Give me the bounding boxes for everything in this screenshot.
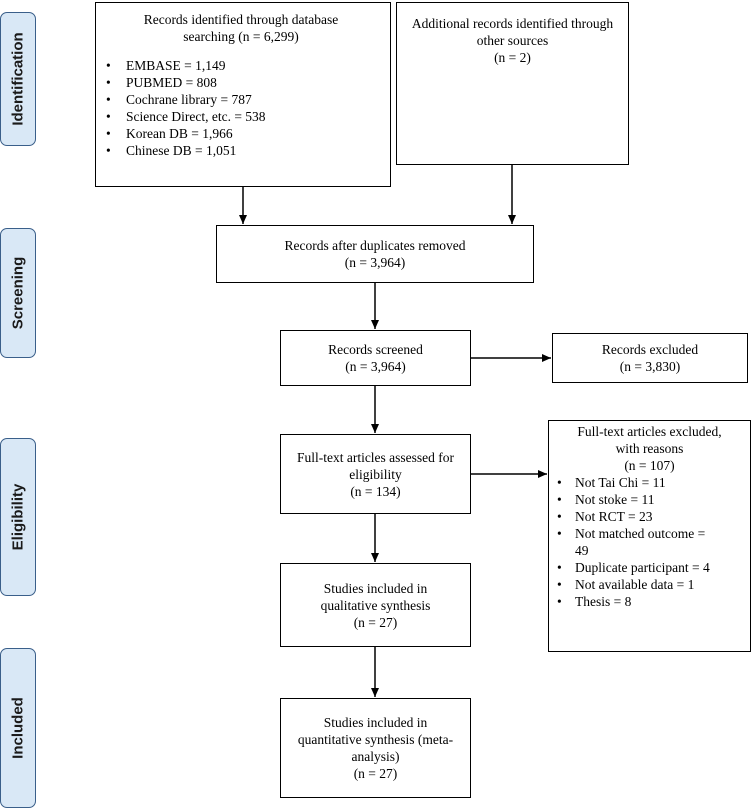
database-list-item: Science Direct, etc. = 538	[96, 108, 386, 125]
database-list-item: Korean DB = 1,966	[96, 125, 386, 142]
stage-included: Included	[0, 648, 36, 808]
database-list-item: Chinese DB = 1,051	[96, 142, 386, 159]
stage-screening: Screening	[0, 228, 36, 358]
exclusion-reasons-list: Not Tai Chi = 11 Not stoke = 11 Not RCT …	[549, 474, 750, 542]
database-list-item: PUBMED = 808	[96, 74, 386, 91]
fulltext-excluded-title: Full-text articles excluded, with reason…	[577, 424, 722, 473]
box-records-identified-database: Records identified through database sear…	[95, 2, 391, 187]
box-quantitative-synthesis: Studies included in quantitative synthes…	[280, 698, 471, 798]
exclusion-reason: Not Tai Chi = 11	[549, 474, 750, 491]
stage-identification: Identification	[0, 12, 36, 146]
database-list: EMBASE = 1,149 PUBMED = 808 Cochrane lib…	[96, 57, 386, 159]
exclusion-reasons-list-cont: Duplicate participant = 4 Not available …	[549, 559, 750, 610]
exclusion-reason: Not stoke = 11	[549, 491, 750, 508]
box-duplicates-removed: Records after duplicates removed (n = 3,…	[216, 225, 534, 283]
database-list-item: EMBASE = 1,149	[96, 57, 386, 74]
exclusion-reason-continuation: 49	[575, 543, 589, 558]
box-fulltext-assessed: Full-text articles assessed for eligibil…	[280, 434, 471, 514]
exclusion-reason: Duplicate participant = 4	[549, 559, 750, 576]
box-qualitative-synthesis: Studies included in qualitative synthesi…	[280, 563, 471, 647]
exclusion-reason: Not matched outcome =	[549, 525, 750, 542]
box-additional-records: Additional records identified through ot…	[396, 2, 629, 165]
exclusion-reason: Thesis = 8	[549, 593, 750, 610]
box-records-screened: Records screened (n = 3,964)	[280, 330, 471, 386]
stage-eligibility: Eligibility	[0, 438, 36, 596]
database-list-item: Cochrane library = 787	[96, 91, 386, 108]
box-fulltext-excluded: Full-text articles excluded, with reason…	[548, 420, 751, 652]
box-records-excluded: Records excluded (n = 3,830)	[552, 333, 748, 383]
exclusion-reason: Not available data = 1	[549, 576, 750, 593]
database-search-title: Records identified through database sear…	[143, 12, 339, 44]
exclusion-reason: Not RCT = 23	[549, 508, 750, 525]
